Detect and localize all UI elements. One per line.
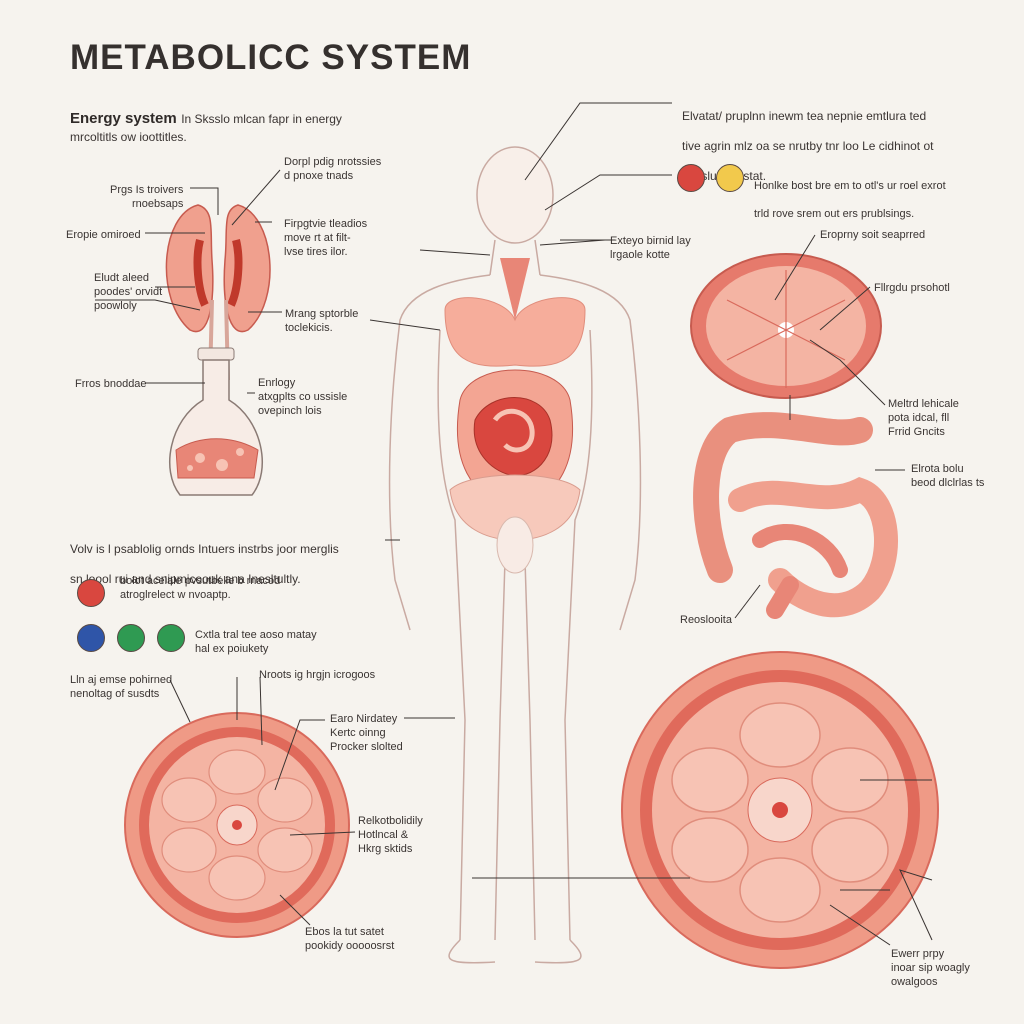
left-description-line2: sn loool rui and snipmicoouk ana Inesltu…: [70, 572, 301, 586]
label-flask-right: Enrlogy atxgplts co ussisle ovepinch loi…: [258, 377, 348, 417]
left-description: Volv is l psablolig ornds Intuers instrb…: [70, 527, 380, 602]
label-kidney-top: Dorpl pdig nrotssies d pnoxe tnads: [284, 156, 382, 182]
swatch-red-top: [677, 164, 705, 192]
legend-swatch-red: [77, 579, 105, 607]
legend-red-text: bolot acelale pvsutbelle b rnacod atrogl…: [120, 575, 281, 601]
label-lcell-right: Relkotbolidily Hotlncal & Hkrg sktids: [358, 815, 423, 855]
legend-swatch-blue: [77, 624, 105, 652]
flask-illustration: [168, 347, 264, 496]
intro-block: Energy system In Sksslo mlcan fapr in en…: [70, 110, 342, 144]
label-lcell-bottom: Ebos la tut satet pookidy ooooosrst: [305, 926, 395, 952]
label-lcell-topleft: Lln aj emse pohirned nenoltag of susdts: [70, 674, 173, 700]
intro-heading: Energy system: [70, 110, 177, 127]
leader-lines: [95, 102, 933, 946]
legend-swatch-green-1: [117, 624, 145, 652]
label-kidney-right-mid: Firpgtvie tleadios move rt at filt- lvse…: [284, 218, 368, 258]
top-right-note-line1: Elvatat/ pruplnn inewm tea nepnie emtlur…: [682, 109, 927, 123]
label-body-knee: Earo Nirdatey Kertc oinng Procker slolte…: [330, 713, 403, 753]
label-lcell-top: Nroots ig hrgjn icrogoos: [259, 669, 376, 681]
label-flask-left: Frros bnoddae: [75, 378, 147, 390]
label-kidney-left-low: Eludt aleed poodes' orvidt poowloly: [94, 272, 163, 312]
label-kidney-left-top: Prgs Is troivers rnoebsaps: [110, 184, 184, 210]
intro-line2: mrcoltitls ow ioottitles.: [70, 130, 187, 144]
swatch-note-top-line1: Honlke bost bre em to otl's ur roel exro…: [754, 180, 946, 192]
legend-multi-text: Cxtla tral tee aoso matay hal ex poiuket…: [195, 629, 317, 655]
tissue-cross-section-large: [621, 651, 939, 969]
body-organs: [444, 258, 586, 574]
label-kidney-right-low: Mrang sptorble toclekicis.: [285, 308, 359, 334]
label-bcell-bottom: Ewerr prpy inoar sip woagly owalgoos: [891, 948, 970, 988]
label-cross-right: Fllrgdu prsohotl: [874, 282, 950, 294]
label-cross-bottom: Meltrd lehicale pota idcal, fll Frrid Gn…: [888, 398, 959, 438]
swatch-note-top-line2: trld rove srem out ers prublsings.: [754, 208, 915, 220]
tissue-cross-section-small: [124, 712, 350, 938]
intro-line1: In Sksslo mlcan fapr in energy: [181, 112, 342, 126]
top-right-note-line2: tive agrin mlz oa se nrutby tnr loo Le c…: [682, 139, 934, 153]
tissue-cross-section-top: [690, 253, 882, 399]
human-body-illustration: [388, 146, 642, 964]
label-intestine-right: Elrota bolu beod dlclrlas ts: [911, 463, 985, 489]
left-description-line1: Volv is l psablolig ornds Intuers instrb…: [70, 542, 339, 556]
label-kidney-left-mid: Eropie omiroed: [66, 229, 141, 241]
legend-swatch-green-2: [157, 624, 185, 652]
page-title: METABOLICC SYSTEM: [70, 38, 472, 77]
swatch-note-top: Honlke bost bre em to otl's ur roel exro…: [754, 165, 994, 235]
label-body-neck: Exteyo birnid lay lrgaole kotte: [610, 235, 691, 261]
swatch-yellow-top: [716, 164, 744, 192]
kidneys-illustration: [165, 204, 271, 381]
label-cross-top: Eroprny soit seaprred: [820, 229, 926, 241]
label-intestine-bottom: Reoslooita: [680, 614, 732, 626]
intestine-illustration: [693, 412, 898, 619]
